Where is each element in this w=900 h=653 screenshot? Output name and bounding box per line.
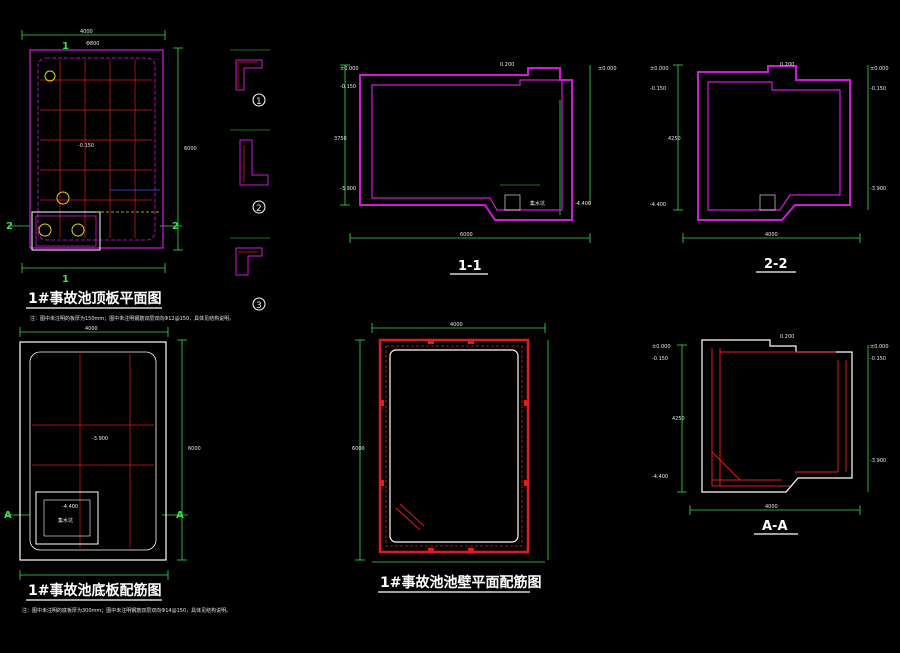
section-1-1-title: 1-1 <box>458 259 482 274</box>
floor-height-dim: 6000 <box>188 446 201 452</box>
floor-sump-tag: 集水坑 <box>58 517 73 524</box>
roof-plan-title: 1#事故池顶板平面图 <box>28 290 161 307</box>
s2-level-top2: -0.150 <box>650 86 666 92</box>
roof-plan-drawing: 2 2 1 1 4000 6000 -0.150 Φ800 <box>6 29 197 285</box>
section-a-a-drawing: ±0.000 -0.150 -4.400 ±0.000 -0.150 -3.90… <box>652 334 889 515</box>
s2-level-top2-right: -0.150 <box>870 86 886 92</box>
section-2-2-drawing: ±0.000 -0.150 -4.400 ±0.000 -0.150 -3.90… <box>650 62 889 243</box>
sa-depth-dim: 4250 <box>672 416 685 422</box>
roof-plan-note: 注：图中未注明的板厚为150mm；图中未注明钢筋双层双向Φ12@150，具体见结… <box>30 315 234 322</box>
s2-level-bottom-right: -3.900 <box>870 186 886 192</box>
sa-width-dim: 4000 <box>765 504 778 510</box>
s1-level-bottom: -3.900 <box>340 186 356 192</box>
s2-level-top-right: ±0.000 <box>870 66 889 72</box>
section-marker-1-bottom: 1 <box>62 274 69 285</box>
floor-rebar-drawing: -3.900 集水坑 -4.400 4000 6000 A A <box>4 326 201 580</box>
section-marker-a-left: A <box>4 510 12 521</box>
section-marker-1-top: 1 <box>62 41 69 52</box>
floor-small-level: -4.400 <box>62 504 78 510</box>
section-2-2-title: 2-2 <box>764 257 788 272</box>
wall-height-dim: 6000 <box>352 446 365 452</box>
section-marker-2-right: 2 <box>172 221 179 232</box>
section-marker-2-left: 2 <box>6 221 13 232</box>
roof-width-dim: 4000 <box>80 29 93 35</box>
section-1-1-drawing: ±0.000 -0.150 -3.900 -4.400 ±0.000 0.200… <box>334 62 617 243</box>
s2-width-dim: 4000 <box>765 232 778 238</box>
s1-level-bottom2: -4.400 <box>575 201 591 207</box>
section-marker-a-right: A <box>176 510 184 521</box>
s1-sump-tag: 集水坑 <box>530 200 545 207</box>
sa-level-bottom2: -4.400 <box>652 474 668 480</box>
sa-level-bottom-right: -3.900 <box>870 458 886 464</box>
roof-level-tag: -0.150 <box>78 143 94 149</box>
floor-width-dim: 4000 <box>85 326 98 332</box>
sa-level-top2-right: -0.150 <box>870 356 886 362</box>
s1-level-top3: 0.200 <box>500 62 514 68</box>
s2-level-top: ±0.000 <box>650 66 669 72</box>
s1-level-top2: -0.150 <box>340 84 356 90</box>
sa-level-top3: 0.200 <box>780 334 794 340</box>
sa-level-top2: -0.150 <box>652 356 668 362</box>
wall-rebar-title: 1#事故池池壁平面配筋图 <box>380 574 541 591</box>
roof-hole-tag: Φ800 <box>86 41 99 47</box>
s1-width-dim: 6000 <box>460 232 473 238</box>
section-a-a-title: A-A <box>762 519 788 534</box>
detail-marker-3: 3 <box>256 301 262 311</box>
s1-level-top-right: ±0.000 <box>598 66 617 72</box>
s1-level-top: ±0.000 <box>340 66 359 72</box>
s2-depth-dim: 4250 <box>668 136 681 142</box>
s1-depth-dim: 3750 <box>334 136 347 142</box>
sa-level-top: ±0.000 <box>652 344 671 350</box>
detail-marker-1: 1 <box>256 97 262 107</box>
detail-marker-2: 2 <box>256 204 262 214</box>
floor-rebar-title: 1#事故池底板配筋图 <box>28 582 161 599</box>
roof-height-dim: 6000 <box>184 146 197 152</box>
detail-callouts: 1 2 3 <box>230 49 270 311</box>
floor-level-tag: -3.900 <box>92 436 108 442</box>
floor-rebar-note: 注：图中未注明的底板厚为300mm；图中未注明钢筋双层双向Φ14@150，具体见… <box>22 607 231 614</box>
wall-rebar-drawing: 4000 6000 <box>352 322 549 563</box>
s2-level-top3: 0.200 <box>780 62 794 68</box>
sa-level-top-right: ±0.000 <box>870 344 889 350</box>
s2-level-bottom2: -4.400 <box>650 202 666 208</box>
wall-width-dim: 4000 <box>450 322 463 328</box>
